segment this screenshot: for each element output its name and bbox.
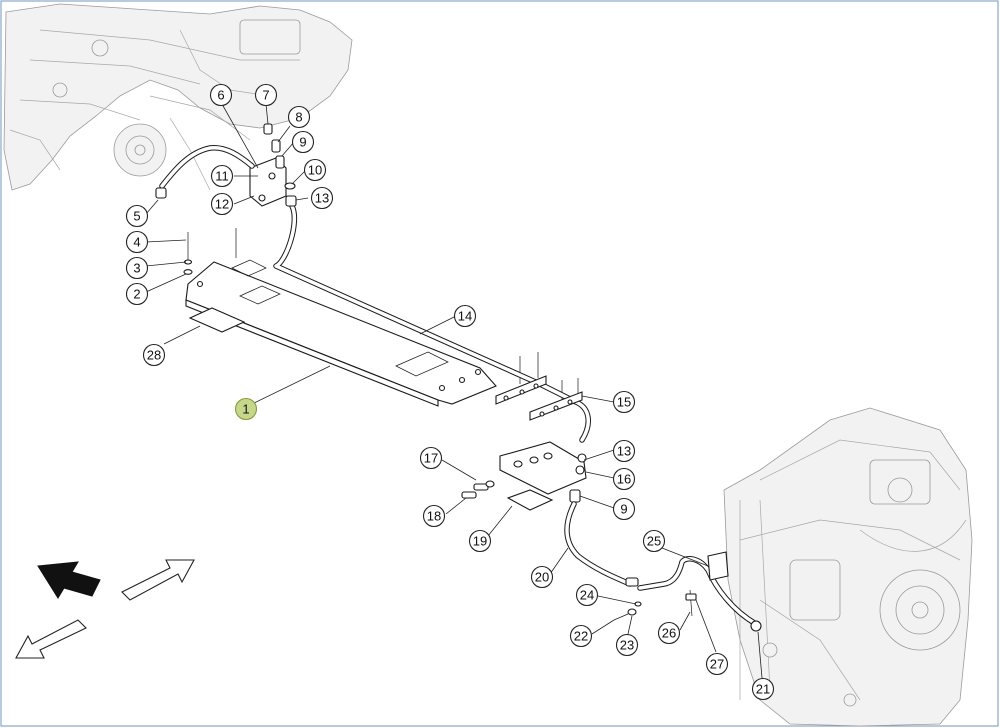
callout-28: 28 [142,343,166,367]
svg-text:2: 2 [133,287,140,302]
callout-2: 2 [125,282,149,306]
arrow-front-icon [37,561,101,599]
support-plate [185,259,497,407]
svg-text:9: 9 [620,502,627,517]
svg-text:12: 12 [215,197,229,212]
callout-21: 21 [751,677,775,701]
svg-text:7: 7 [262,88,269,103]
callout-10: 10 [303,158,327,182]
callout-6: 6 [209,83,233,107]
svg-text:19: 19 [473,534,487,549]
svg-text:8: 8 [295,110,302,125]
svg-text:14: 14 [458,309,472,324]
svg-text:15: 15 [617,395,631,410]
rubber-pad [188,307,246,333]
callout-9: 9 [291,130,315,154]
leader-lines [145,103,763,679]
svg-text:27: 27 [710,657,724,672]
svg-text:26: 26 [662,626,676,641]
svg-text:1: 1 [242,402,249,417]
callout-19: 19 [468,529,492,553]
callout-7: 7 [254,83,278,107]
svg-text:22: 22 [574,629,588,644]
svg-text:5: 5 [133,209,140,224]
svg-text:9: 9 [299,135,306,150]
callout-13-upper: 13 [310,186,334,210]
callout-24: 24 [575,583,599,607]
svg-text:21: 21 [756,682,770,697]
callout-14: 14 [453,304,477,328]
svg-text:4: 4 [133,235,140,250]
svg-text:11: 11 [215,169,229,184]
arrow-up-right-icon [121,559,195,601]
callout-9-lower: 9 [612,497,636,521]
svg-text:16: 16 [617,472,631,487]
callout-13-lower: 13 [612,439,636,463]
small-bolt-set [613,601,642,621]
transmission-pipe [637,551,762,632]
svg-text:17: 17 [424,451,438,466]
arrow-down-left-icon [15,619,87,659]
callout-5: 5 [125,204,149,228]
svg-text:24: 24 [580,588,594,603]
callout-15: 15 [612,390,636,414]
svg-text:3: 3 [133,261,140,276]
svg-text:13: 13 [315,191,329,206]
rear-housing-assembly [3,3,353,191]
callout-17: 17 [419,446,443,470]
callout-4: 4 [125,230,149,254]
callout-11: 11 [210,164,234,188]
lower-bracket [499,441,587,511]
upper-bracket [249,123,297,207]
callout-26: 26 [657,621,681,645]
transmission-assembly [723,407,973,727]
svg-text:25: 25 [647,534,661,549]
small-hose [155,145,255,199]
callout-25: 25 [642,529,666,553]
bracket-bolts [461,480,495,499]
svg-text:18: 18 [427,509,441,524]
callout-3: 3 [125,256,149,280]
svg-text:23: 23 [620,638,634,653]
svg-text:13: 13 [617,444,631,459]
svg-text:28: 28 [147,348,161,363]
callout-18: 18 [422,504,446,528]
callout-20: 20 [530,565,554,589]
svg-text:6: 6 [217,88,224,103]
callout-16: 16 [612,467,636,491]
svg-text:10: 10 [308,163,322,178]
callout-8: 8 [287,105,311,129]
callout-22: 22 [569,624,593,648]
svg-text:20: 20 [535,570,549,585]
lower-hose [564,489,639,587]
callout-23: 23 [615,633,639,657]
callout-12: 12 [210,192,234,216]
pipe-clamps [495,375,583,421]
callout-1: 1 [234,397,258,421]
callout-27: 27 [705,652,729,676]
